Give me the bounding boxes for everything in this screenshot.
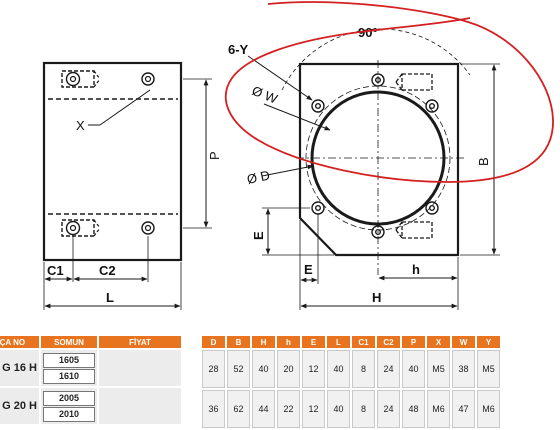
dim-value: 12 [302,350,325,388]
col-part-no: RÇA NO [0,336,39,348]
price-cell [99,388,181,424]
label-p: P [207,151,222,160]
dim-value: 8 [352,390,375,428]
label-angle: 90° [358,25,378,40]
dim-value: 62 [227,390,250,428]
parts-table: RÇA NO SOMUN FİYAT G 16 H 1605 1610 G 20… [0,334,183,426]
technical-drawing: X P C1 C2 L [42,1,554,310]
dim-value: M6 [477,390,500,428]
dim-value: 8 [352,350,375,388]
dim-value: M5 [427,350,450,388]
label-w-diameter: Ø W [250,83,280,107]
dim-value: M6 [427,390,450,428]
part-code: G 16 H [0,350,39,386]
label-h-small: h [412,262,420,277]
center-bore [310,90,446,226]
table-row: G 16 H 1605 1610 [0,350,181,386]
dim-value: 40 [252,350,275,388]
label-x: X [76,118,85,133]
dim-value: 48 [402,390,425,428]
dim-header-d: D [202,336,225,348]
label-b: B [476,157,491,166]
label-e-horizontal: E [304,262,313,277]
dim-header-w: W [452,336,475,348]
label-e-vertical: E [251,231,266,240]
dim-header-c2: C2 [377,336,400,348]
dim-value: 12 [302,390,325,428]
dim-value: 20 [277,350,300,388]
dim-value: 47 [452,390,475,428]
label-holes: 6-Y [228,42,249,57]
dim-value: 44 [252,390,275,428]
part-code: G 20 H [0,388,39,424]
dim-value: 36 [202,390,225,428]
dim-header-y: Y [477,336,500,348]
label-c1: C1 [47,263,64,278]
label-h-big: H [372,290,381,305]
nut-value: 2010 [43,406,95,422]
dim-value: 28 [202,350,225,388]
nut-options: 2005 2010 [41,388,97,424]
nut-value: 1610 [43,368,95,384]
dim-value: M5 [477,350,500,388]
front-threaded-holes [395,73,433,239]
dim-value: 38 [452,350,475,388]
dim-header-b: B [227,336,250,348]
dim-header-c1: C1 [352,336,375,348]
dim-header-e: E [302,336,325,348]
dim-value: 22 [277,390,300,428]
dim-value: 40 [402,350,425,388]
label-d-diameter: Ø D [246,167,272,186]
red-annotation-loop [224,1,554,183]
col-price: FİYAT [99,336,181,348]
side-view [42,61,212,310]
dim-value: 40 [327,350,350,388]
side-bottom-hole [48,213,178,237]
dim-header-h: H [252,336,275,348]
dim-header-x: X [427,336,450,348]
front-view-outline [298,62,460,257]
label-c2: C2 [99,263,116,278]
dim-header-l: L [327,336,350,348]
nut-value: 1605 [43,352,95,368]
dim-value: 24 [377,350,400,388]
side-top-hole [48,70,178,100]
side-view-outline [42,61,183,262]
price-cell [99,350,181,386]
label-l: L [106,290,114,305]
bolt-holes [311,73,439,239]
dim-header-h: h [277,336,300,348]
front-view [247,28,500,310]
dim-value: 52 [227,350,250,388]
nut-options: 1605 1610 [41,350,97,386]
nut-value: 2005 [43,390,95,406]
dim-value: 24 [377,390,400,428]
col-nut: SOMUN [41,336,97,348]
table-row: G 20 H 2005 2010 [0,388,181,424]
dim-header-p: P [402,336,425,348]
dim-value: 40 [327,390,350,428]
